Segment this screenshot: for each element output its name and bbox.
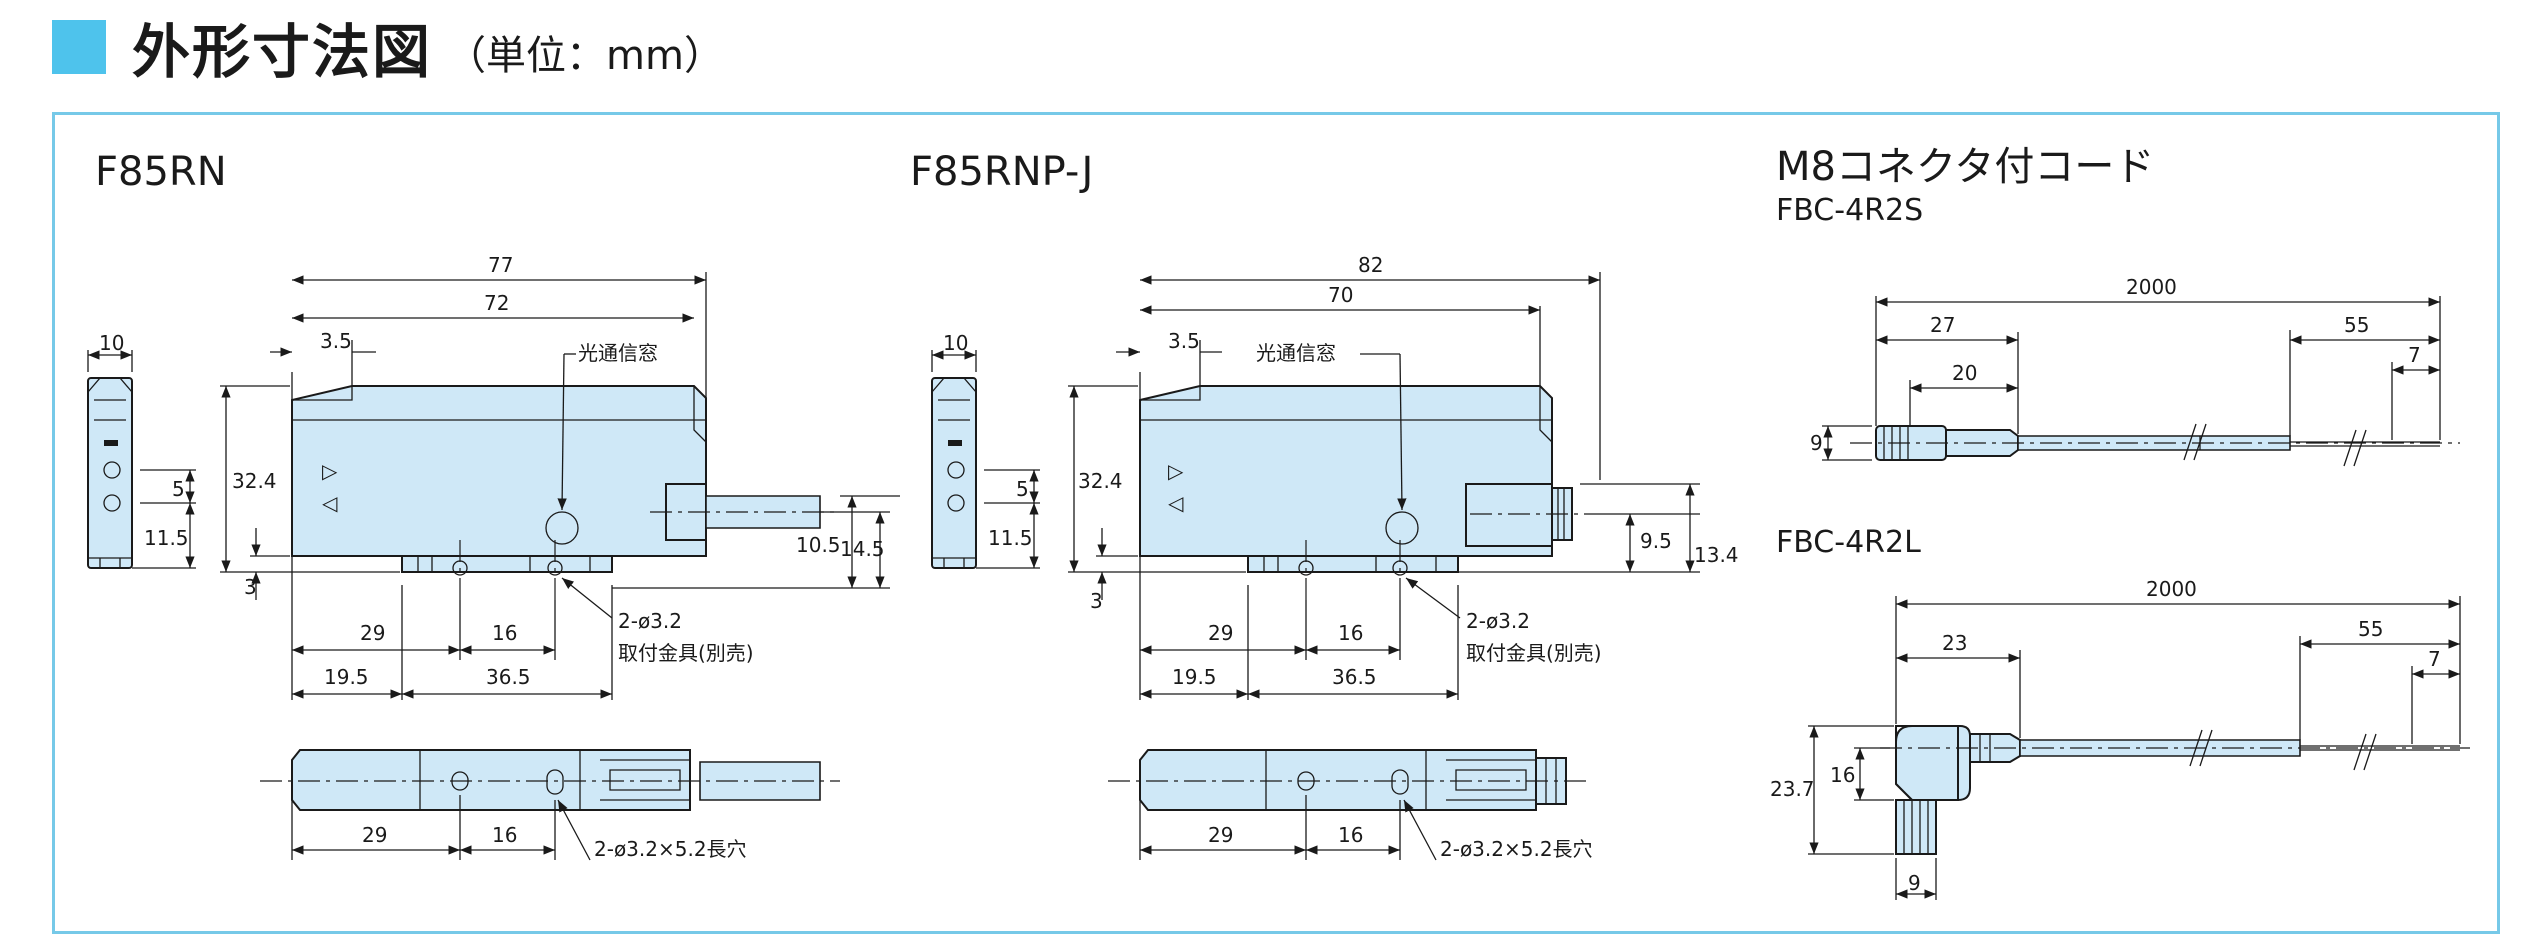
f85rnpj-side-view: 10 5 11.5 [931,331,1040,569]
f85rn-title: F85RN [95,149,227,195]
f85rn-c2-dim: 36.5 [486,665,531,689]
fbc-l-237-dim: 23.7 [1770,777,1815,801]
f85rn-window-label: 光通信窓 [578,341,658,365]
f85rnpj-bottom1-dim: 29 [1208,823,1233,847]
fbc-l-23-dim: 23 [1942,631,1967,655]
f85rn-cable-h-dim: 10.5 [796,533,841,557]
f85rn-mark-2: ◁ [321,491,338,515]
f85rn-bottom1-dim: 29 [362,823,387,847]
header-accent-square [52,20,106,74]
f85rnpj-total-dim: 82 [1358,253,1383,277]
fbc-l-16-dim: 16 [1830,763,1855,787]
fbc-s-cord: 2000 27 20 55 7 9 [1810,275,2460,467]
page-header: 外形寸法図 （単位：mm） [52,12,724,86]
m8-cords-drawing: M8コネクタ付コード FBC-4R2S 2000 27 20 [1770,144,2470,900]
drawing-frame [52,112,2500,934]
f85rn-cable-h2-dim: 14.5 [840,537,885,561]
f85rn-drawing: F85RN 10 5 11.5 [87,149,900,861]
f85rnpj-window-label: 光通信窓 [1256,341,1336,365]
f85rn-width-dim: 10 [99,331,124,355]
fbc-l-7-dim: 7 [2428,647,2441,671]
f85rnpj-conn-h-dim: 9.5 [1640,529,1672,553]
f85rn-front-view: ▷ ◁ 77 72 3.5 32.4 3 [220,253,900,700]
f85rn-bottom2-dim: 16 [492,823,517,847]
f85rn-base-dim: 3 [244,575,257,599]
f85rn-hole-pitch-dim: 5 [172,477,185,501]
f85rnpj-conn-h2-dim: 13.4 [1694,543,1739,567]
fbc-l-cord: 2000 23 55 7 16 23.7 9 [1770,577,2470,900]
f85rn-c1-dim: 19.5 [324,665,369,689]
m8-title: M8コネクタ付コード [1776,144,2154,190]
f85rnpj-hole-pitch-dim: 5 [1016,477,1029,501]
fbc-l-total-dim: 2000 [2146,577,2197,601]
f85rnpj-b1-dim: 29 [1208,621,1233,645]
f85rnpj-hole-base-dim: 11.5 [988,526,1033,550]
fbc-s-27-dim: 27 [1930,313,1955,337]
f85rnpj-bottom-view: 29 16 2-ø3.2×5.2長穴 [1108,749,1593,861]
f85rn-b2-dim: 16 [492,621,517,645]
page-title: 外形寸法図 [132,18,433,86]
fbc-l-9-dim: 9 [1908,871,1921,895]
fbc-s-55-dim: 55 [2344,313,2369,337]
fbc-l-model: FBC-4R2L [1776,525,1921,560]
f85rnpj-width-dim: 10 [943,331,968,355]
unit-label: （単位：mm） [446,33,724,79]
f85rnpj-title: F85RNP-J [910,149,1093,195]
f85rnpj-front-view: ▷ ◁ 82 70 3.5 32.4 3 [1068,253,1739,700]
f85rnpj-base-dim: 3 [1090,589,1103,613]
f85rn-hole-base-dim: 11.5 [144,526,189,550]
f85rnpj-holes-label: 2-ø3.2 [1466,609,1530,633]
f85rnpj-height-dim: 32.4 [1078,469,1123,493]
f85rnpj-body-dim: 70 [1328,283,1353,307]
f85rnpj-slots-label: 2-ø3.2×5.2長穴 [1440,837,1593,861]
fbc-l-55-dim: 55 [2358,617,2383,641]
f85rnpj-c2-dim: 36.5 [1332,665,1377,689]
f85rnpj-mark-2: ◁ [1167,491,1184,515]
f85rnpj-mark-1: ▷ [1168,459,1184,483]
f85rn-side-view: 10 5 11.5 [87,331,196,569]
f85rn-mark-1: ▷ [322,459,338,483]
fbc-s-7-dim: 7 [2408,343,2421,367]
f85rn-bracket-label: 取付金具(別売) [618,641,754,665]
f85rn-bottom-view: 29 16 2-ø3.2×5.2長穴 [260,749,840,861]
f85rn-holes-label: 2-ø3.2 [618,609,682,633]
f85rnpj-bottom2-dim: 16 [1338,823,1363,847]
f85rnpj-bracket-label: 取付金具(別売) [1466,641,1602,665]
f85rnpj-drawing: F85RNP-J 10 5 11.5 [910,149,1739,861]
fbc-s-model: FBC-4R2S [1776,193,1923,228]
f85rnpj-offset-dim: 3.5 [1168,329,1200,353]
f85rn-slots-label: 2-ø3.2×5.2長穴 [594,837,747,861]
f85rn-total-dim: 77 [488,253,513,277]
fbc-s-20-dim: 20 [1952,361,1977,385]
fbc-s-total-dim: 2000 [2126,275,2177,299]
f85rn-height-dim: 32.4 [232,469,277,493]
f85rnpj-c1-dim: 19.5 [1172,665,1217,689]
f85rnpj-b2-dim: 16 [1338,621,1363,645]
fbc-s-9-dim: 9 [1810,431,1823,455]
f85rn-body-dim: 72 [484,291,509,315]
f85rn-offset-dim: 3.5 [320,329,352,353]
f85rn-b1-dim: 29 [360,621,385,645]
